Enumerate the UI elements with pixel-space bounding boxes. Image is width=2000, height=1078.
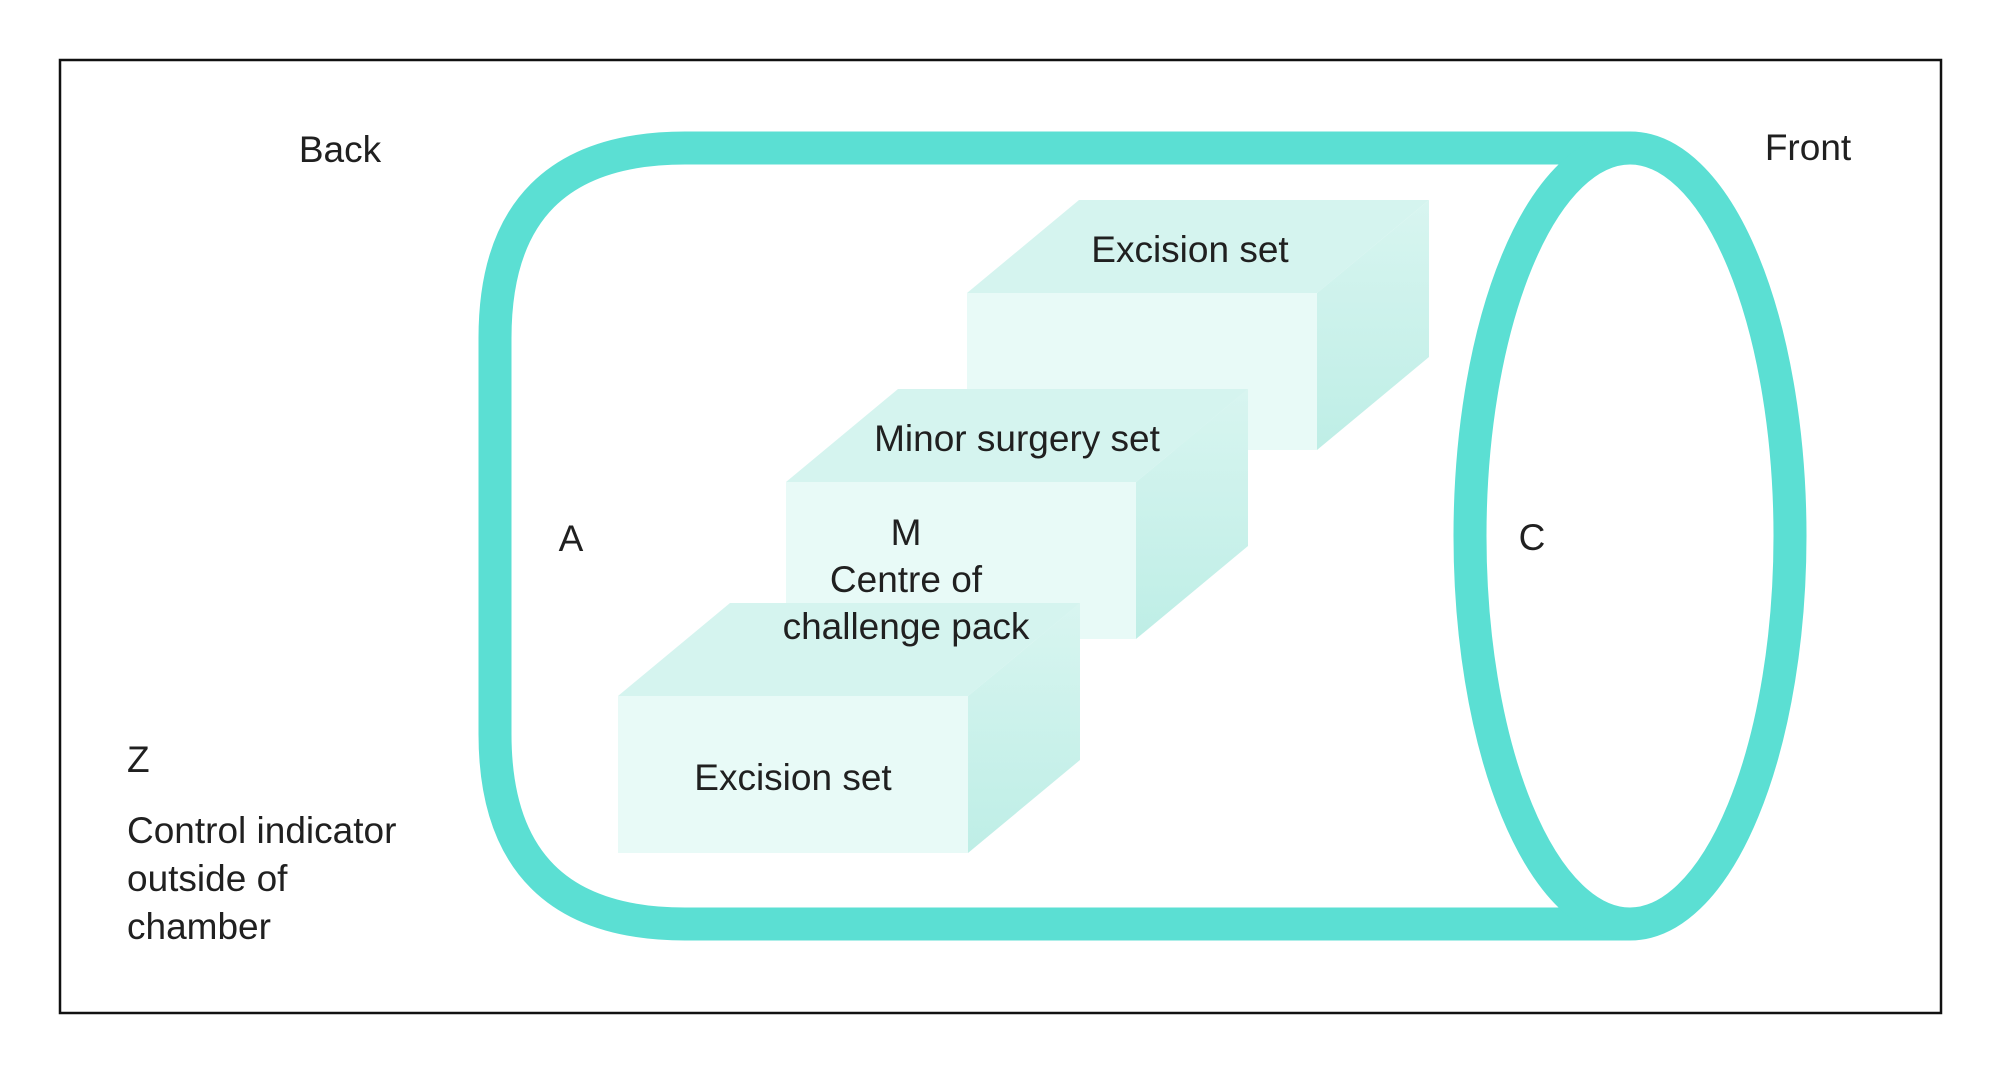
control-indicator-note-line1: Control indicator (127, 810, 396, 851)
box-excision-top-label: Excision set (1091, 229, 1289, 270)
box-minor-surgery-side-face (1136, 389, 1248, 639)
marker-a-label: A (559, 518, 584, 559)
control-indicator-note: Control indicator outside of chamber (127, 810, 396, 947)
box-excision-bottom-top-face (618, 603, 1080, 696)
chamber-opening-ellipse (1453, 131, 1807, 941)
front-label: Front (1765, 127, 1852, 168)
box-excision-bottom-label: Excision set (694, 757, 892, 798)
chamber-body-outline (478, 131, 1630, 941)
box-minor-surgery-top-face (786, 389, 1248, 482)
marker-c-label: C (1519, 517, 1546, 558)
box-excision-bottom: Excision set (618, 603, 1080, 853)
challenge-pack-note-line2: Centre of (830, 559, 983, 600)
box-excision-bottom-side-face (968, 603, 1080, 853)
control-indicator-note-line3: chamber (127, 906, 271, 947)
challenge-pack-note: M Centre of challenge pack (783, 512, 1030, 647)
marker-z-label: Z (127, 739, 150, 780)
box-excision-bottom-front-face (618, 696, 968, 853)
diagram-border (58, 58, 1943, 1015)
control-indicator-note-line2: outside of (127, 858, 288, 899)
box-minor-surgery: Minor surgery set (786, 389, 1248, 639)
box-minor-surgery-label: Minor surgery set (874, 418, 1161, 459)
box-excision-top-side-face (1317, 200, 1429, 450)
challenge-pack-note-line3: challenge pack (783, 606, 1030, 647)
box-excision-top-top-face (967, 200, 1429, 293)
back-label: Back (299, 129, 382, 170)
challenge-pack-note-m: M (891, 512, 922, 553)
